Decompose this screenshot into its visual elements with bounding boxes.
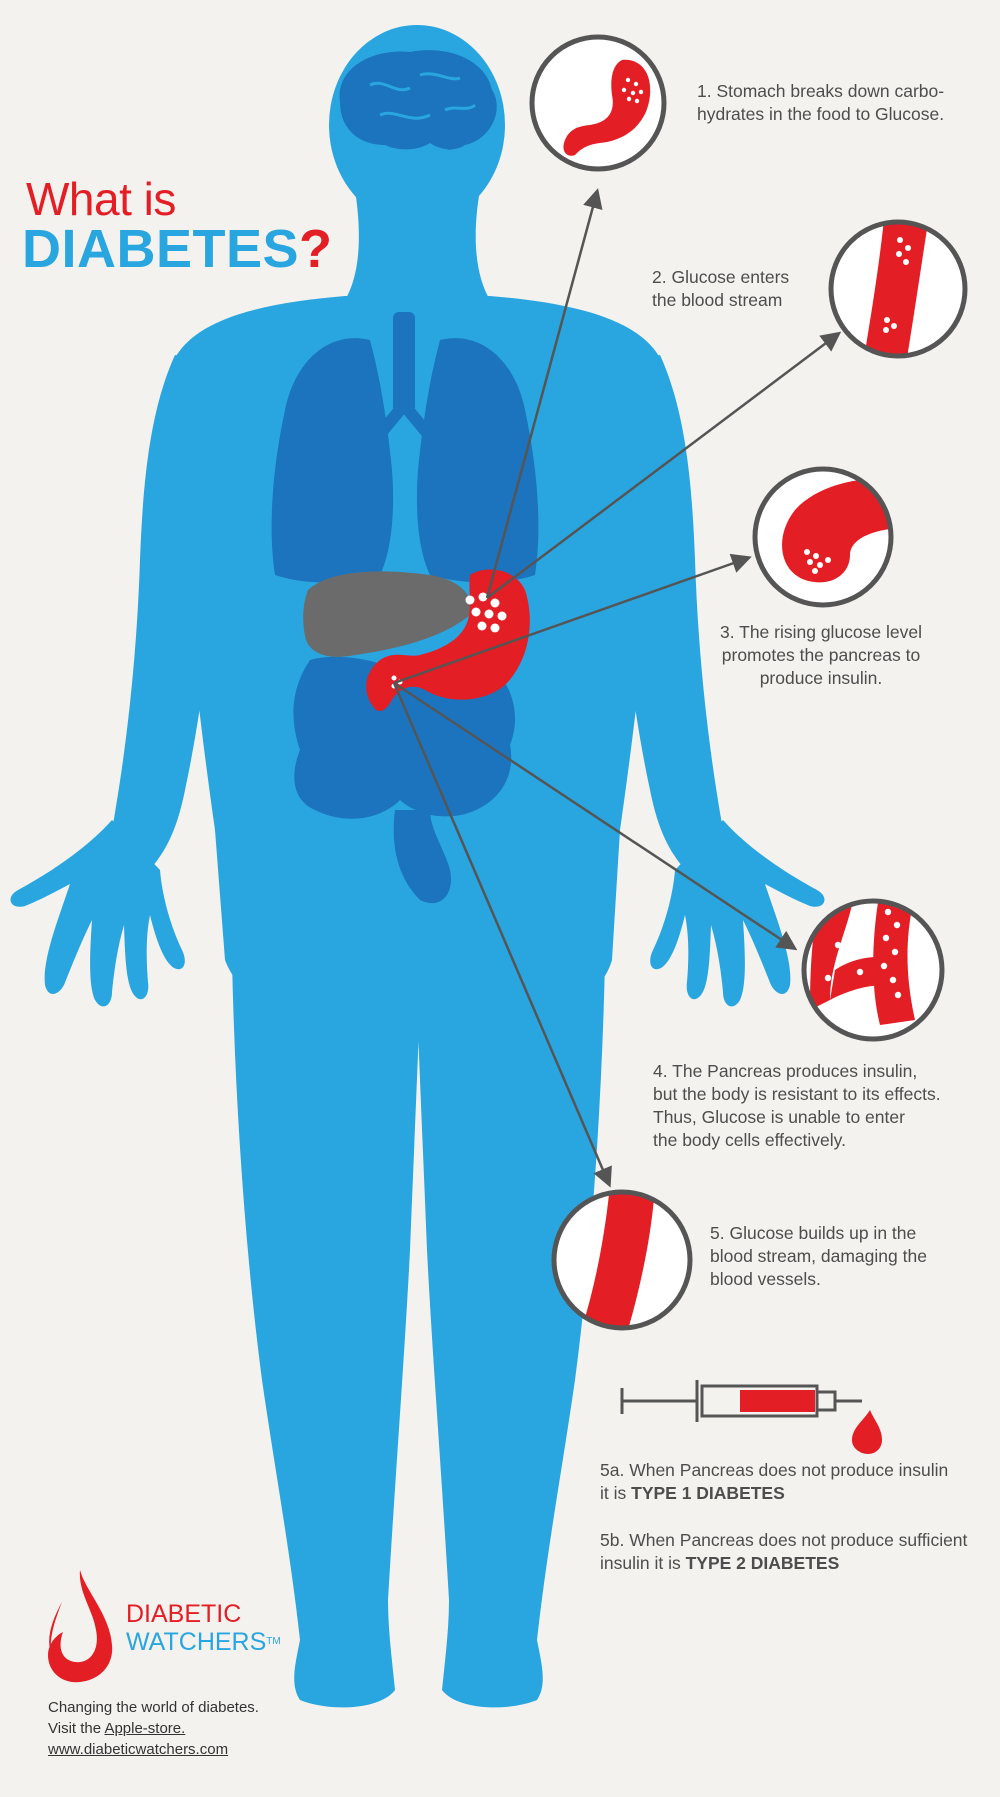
step4-line1: 4. The Pancreas produces insulin, xyxy=(653,1061,918,1081)
step4-line3: Thus, Glucose is unable to enter xyxy=(653,1107,905,1127)
step3-line3: produce insulin. xyxy=(759,668,883,688)
step2-line1: 2. Glucose enters xyxy=(652,267,790,287)
trademark-mark: TM xyxy=(266,1636,281,1647)
arrow-to-step4 xyxy=(393,681,798,951)
step3-pancreas-circle xyxy=(752,466,894,608)
arrow-to-step3 xyxy=(393,553,752,685)
apple-store-link[interactable]: Apple-store. xyxy=(104,1720,186,1737)
website-link[interactable]: www.diabeticwatchers.com xyxy=(48,1741,229,1758)
step1-line1: 1. Stomach breaks down carbo- xyxy=(697,81,945,101)
step5-line3: blood vessels. xyxy=(710,1269,821,1289)
step5-line2: blood stream, damaging the xyxy=(710,1246,927,1266)
step5b-text: 5b. When Pancreas does not produce suffi… xyxy=(600,1529,967,1575)
footer-visit-prefix: Visit the xyxy=(48,1720,105,1737)
connector-arrows xyxy=(392,188,842,1188)
title-question-mark: ? xyxy=(299,219,333,279)
step3-line1: 3. The rising glucose level xyxy=(719,622,922,642)
brand-line2-wrap: WATCHERSTM xyxy=(126,1628,281,1656)
step2-line2: the blood stream xyxy=(652,290,783,310)
step1-text: 1. Stomach breaks down carbo- hydrates i… xyxy=(697,80,944,126)
brand-line2: WATCHERS xyxy=(126,1628,267,1656)
arrow-to-step5 xyxy=(392,682,612,1188)
footer-visit: Visit the Apple-store. xyxy=(48,1718,259,1739)
brand-line1: DIABETIC xyxy=(126,1600,242,1628)
brand-name: DIABETIC WATCHERSTM xyxy=(126,1600,281,1656)
step5a-text: 5a. When Pancreas does not produce insul… xyxy=(600,1459,948,1505)
step1-stomach-circle xyxy=(529,34,667,172)
step5a-line1: 5a. When Pancreas does not produce insul… xyxy=(600,1460,949,1480)
step4-line2: but the body is resistant to its effects… xyxy=(653,1084,941,1104)
step5b-line1: 5b. When Pancreas does not produce suffi… xyxy=(600,1530,968,1550)
step2-bloodstream-circle xyxy=(828,219,968,359)
title-diabetes: DIABETES xyxy=(22,219,300,279)
footer-tagline: Changing the world of diabetes. xyxy=(48,1699,259,1716)
step5-text: 5. Glucose builds up in the blood stream… xyxy=(710,1222,927,1291)
step5-line1: 5. Glucose builds up in the xyxy=(710,1223,917,1243)
step5a-line2: it is TYPE 1 DIABETES xyxy=(600,1482,948,1505)
blood-drop-icon xyxy=(852,1410,882,1454)
step5a-prefix: it is xyxy=(600,1483,632,1503)
arrow-to-step1 xyxy=(485,188,603,599)
step5-vessel-circle xyxy=(551,1189,693,1331)
type1-diabetes-label: TYPE 1 DIABETES xyxy=(631,1483,785,1503)
step4-vessel-circle xyxy=(801,898,945,1042)
title-line1: What is xyxy=(26,173,176,225)
liver-icon xyxy=(303,571,471,657)
step5b-prefix: insulin it is xyxy=(600,1553,686,1573)
brand-drop-logo xyxy=(48,1570,113,1683)
step3-line2: promotes the pancreas to xyxy=(721,645,921,665)
step4-line4: the body cells effectively. xyxy=(653,1130,846,1150)
arrow-to-step2 xyxy=(486,331,842,599)
step1-line2: hydrates in the food to Glucose. xyxy=(697,104,945,124)
syringe-icon xyxy=(620,1380,862,1422)
footer: Changing the world of diabetes. Visit th… xyxy=(48,1697,259,1760)
step2-text: 2. Glucose enters the blood stream xyxy=(652,266,789,312)
step4-text: 4. The Pancreas produces insulin, but th… xyxy=(653,1060,941,1152)
brain-icon xyxy=(339,50,497,150)
step3-text: 3. The rising glucose level promotes the… xyxy=(716,621,926,690)
title-line2: DIABETES? xyxy=(22,218,333,280)
type2-diabetes-label: TYPE 2 DIABETES xyxy=(685,1553,840,1573)
step5b-line2: insulin it is TYPE 2 DIABETES xyxy=(600,1552,967,1575)
